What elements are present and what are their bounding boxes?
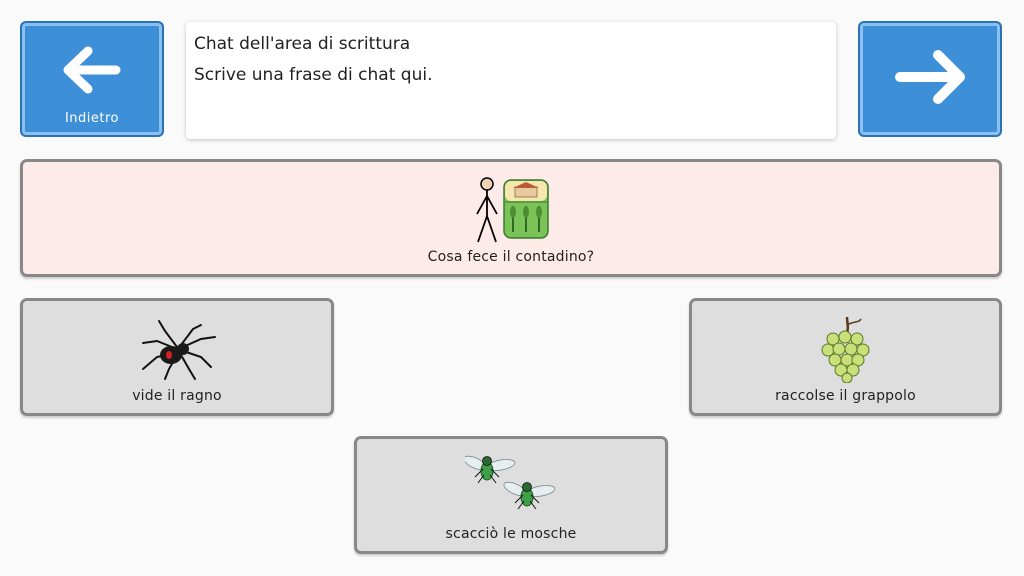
option-label: vide il ragno: [132, 388, 222, 404]
option-card-spider[interactable]: vide il ragno: [20, 298, 334, 416]
option-card-grapes[interactable]: raccolse il grappolo: [689, 298, 1002, 416]
option-label: raccolse il grappolo: [775, 388, 916, 404]
question-card: Cosa fece il contadino?: [20, 159, 1002, 277]
back-button[interactable]: Indietro: [20, 21, 164, 137]
chat-hint: Scrive una frase di chat qui.: [194, 65, 433, 85]
chat-title: Chat dell'area di scrittura: [194, 34, 411, 54]
option-label: scacciò le mosche: [445, 526, 577, 542]
chat-writing-area[interactable]: Chat dell'area di scrittura Scrive una f…: [186, 22, 836, 139]
option-card-flies[interactable]: scacciò le mosche: [354, 436, 668, 554]
spider-icon: [142, 320, 216, 380]
arrow-right-icon: [895, 50, 965, 104]
next-button[interactable]: [858, 21, 1002, 137]
question-label: Cosa fece il contadino?: [427, 249, 595, 265]
back-button-label: Indietro: [64, 111, 120, 126]
flies-icon: [465, 455, 556, 510]
grapes-icon: [821, 316, 869, 383]
farmer-icon: [476, 177, 549, 243]
arrow-left-icon: [63, 46, 121, 94]
